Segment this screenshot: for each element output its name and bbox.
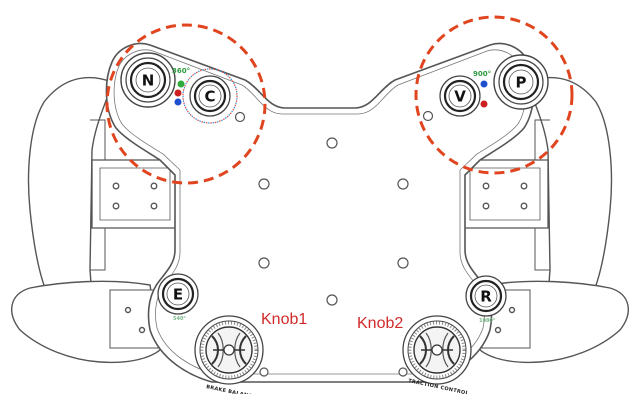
rotation-label-540: 540° xyxy=(173,316,186,322)
plate-holes xyxy=(234,110,434,377)
button-c-label: C xyxy=(204,88,215,106)
button-v-label: V xyxy=(454,88,466,106)
button-p[interactable]: P xyxy=(493,54,549,110)
button-n[interactable]: N xyxy=(120,52,176,108)
left-mode-indicators xyxy=(174,80,185,106)
knob2[interactable] xyxy=(402,315,472,385)
left-highlight-circle xyxy=(105,23,267,185)
main-plate xyxy=(105,42,535,383)
right-highlight-circle xyxy=(414,15,574,175)
green-dot xyxy=(177,80,185,88)
right-bracket xyxy=(461,159,549,229)
blue-dot xyxy=(174,98,182,106)
button-r-label: R xyxy=(480,288,492,306)
right-mode-indicators xyxy=(480,80,488,108)
button-r[interactable]: R xyxy=(465,275,507,317)
button-n-label: N xyxy=(142,72,155,90)
button-c-dial-markings xyxy=(182,68,238,124)
rotation-label-1080: 1080° xyxy=(479,318,496,324)
red-dot xyxy=(174,89,182,97)
left-paddle xyxy=(11,280,161,364)
inner-outline xyxy=(113,49,527,375)
red-dot xyxy=(480,100,488,108)
knob2-label: Knob2 xyxy=(357,315,403,332)
knob1-caption: BRAKE BALANCE xyxy=(206,384,257,394)
blue-dot xyxy=(480,80,488,88)
left-bracket xyxy=(91,159,179,229)
button-v[interactable]: V xyxy=(439,75,481,117)
button-c[interactable]: C xyxy=(189,75,231,117)
rotation-label-900: 900° xyxy=(473,70,491,78)
rotation-label-360: 360° xyxy=(172,67,190,75)
knob1[interactable] xyxy=(194,315,264,385)
button-p-label: P xyxy=(516,74,527,92)
knob1-label: Knob1 xyxy=(261,311,307,328)
button-e-label: E xyxy=(173,286,183,304)
button-e[interactable]: E xyxy=(157,273,199,315)
